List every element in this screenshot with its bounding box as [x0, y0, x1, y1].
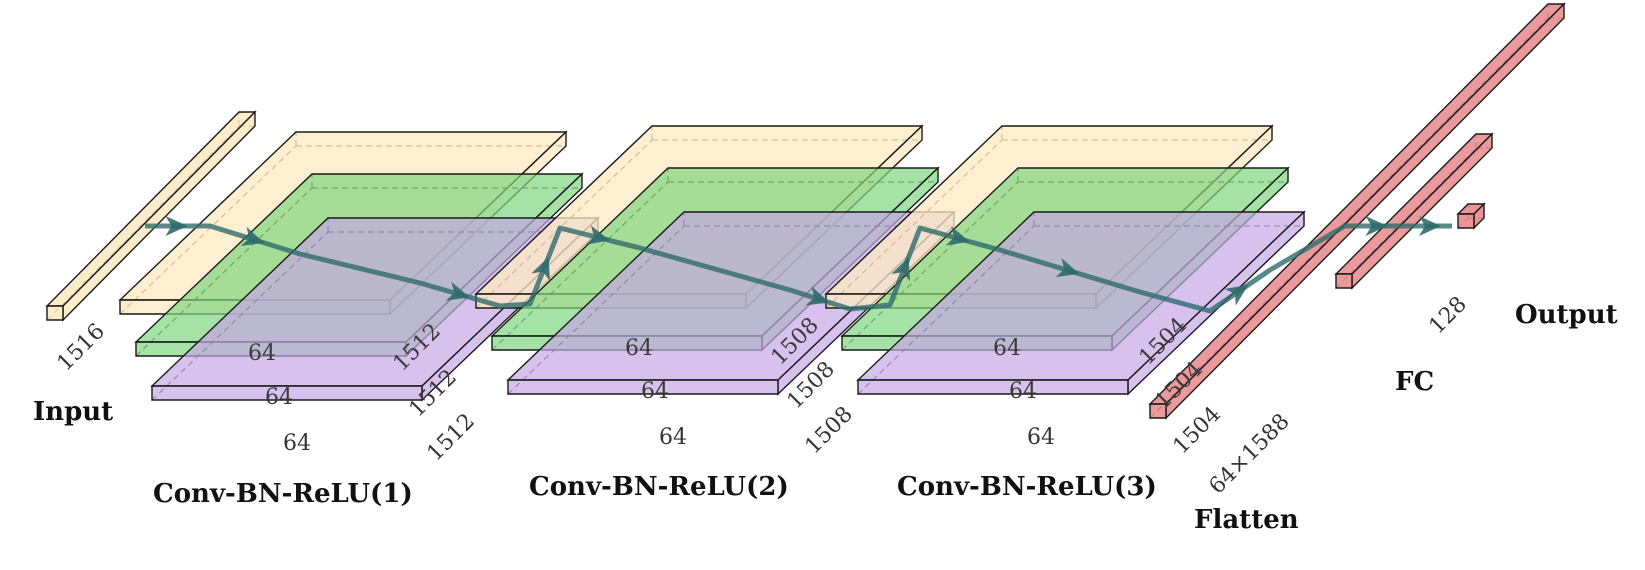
input-tensor-box — [45, 110, 257, 322]
flow-arrowhead — [445, 281, 470, 301]
block-3-relu-layer — [856, 210, 1306, 396]
input-label: Input — [33, 397, 113, 427]
fc-vector-box — [1334, 132, 1494, 290]
data-flow-arrow — [145, 216, 1452, 314]
block-2-relu-channel-label: 64 — [659, 425, 687, 450]
block-3-label: Conv-BN-ReLU(3) — [897, 472, 1157, 502]
block-3-conv-channel-label: 64 — [993, 336, 1021, 361]
block-2-bn-channel-label: 64 — [641, 379, 669, 404]
output-label: Output — [1515, 300, 1618, 330]
block-3-relu-channel-label: 64 — [1027, 425, 1055, 450]
block-3-bn-channel-label: 64 — [1009, 379, 1037, 404]
block-1-relu-depth-label: 1512 — [423, 409, 480, 466]
flow-arrowhead — [1365, 216, 1388, 236]
block-3-relu-depth-label: 1504 — [1169, 402, 1226, 459]
flow-arrowhead — [1224, 284, 1249, 306]
block-2-conv-channel-label: 64 — [625, 336, 653, 361]
flow-arrowhead — [165, 216, 188, 236]
input-dim-label: 1516 — [53, 319, 110, 376]
flow-arrowhead — [891, 257, 910, 282]
flow-arrowhead — [585, 225, 610, 245]
block-1-relu-channel-label: 64 — [283, 431, 311, 456]
flatten-vector-box — [1148, 2, 1566, 420]
flow-arrowhead — [240, 226, 265, 246]
flow-arrowhead — [945, 226, 970, 246]
block-1-bn-channel-label: 64 — [265, 385, 293, 410]
flow-arrowhead — [805, 286, 830, 306]
output-unit-box — [1456, 202, 1486, 230]
flow-arrowhead — [1055, 257, 1080, 278]
block-1-conv-channel-label: 64 — [248, 341, 276, 366]
flatten-label: Flatten — [1194, 505, 1299, 535]
flow-path — [145, 223, 1452, 314]
block-2-label: Conv-BN-ReLU(2) — [529, 472, 789, 502]
block-2-relu-depth-label: 1508 — [801, 402, 858, 459]
fc-dim-label: 128 — [1425, 292, 1472, 339]
flow-arrowhead — [531, 256, 550, 281]
flow-arrowhead — [1419, 216, 1441, 236]
block-1-label: Conv-BN-ReLU(1) — [153, 479, 413, 509]
fc-label: FC — [1395, 367, 1434, 397]
